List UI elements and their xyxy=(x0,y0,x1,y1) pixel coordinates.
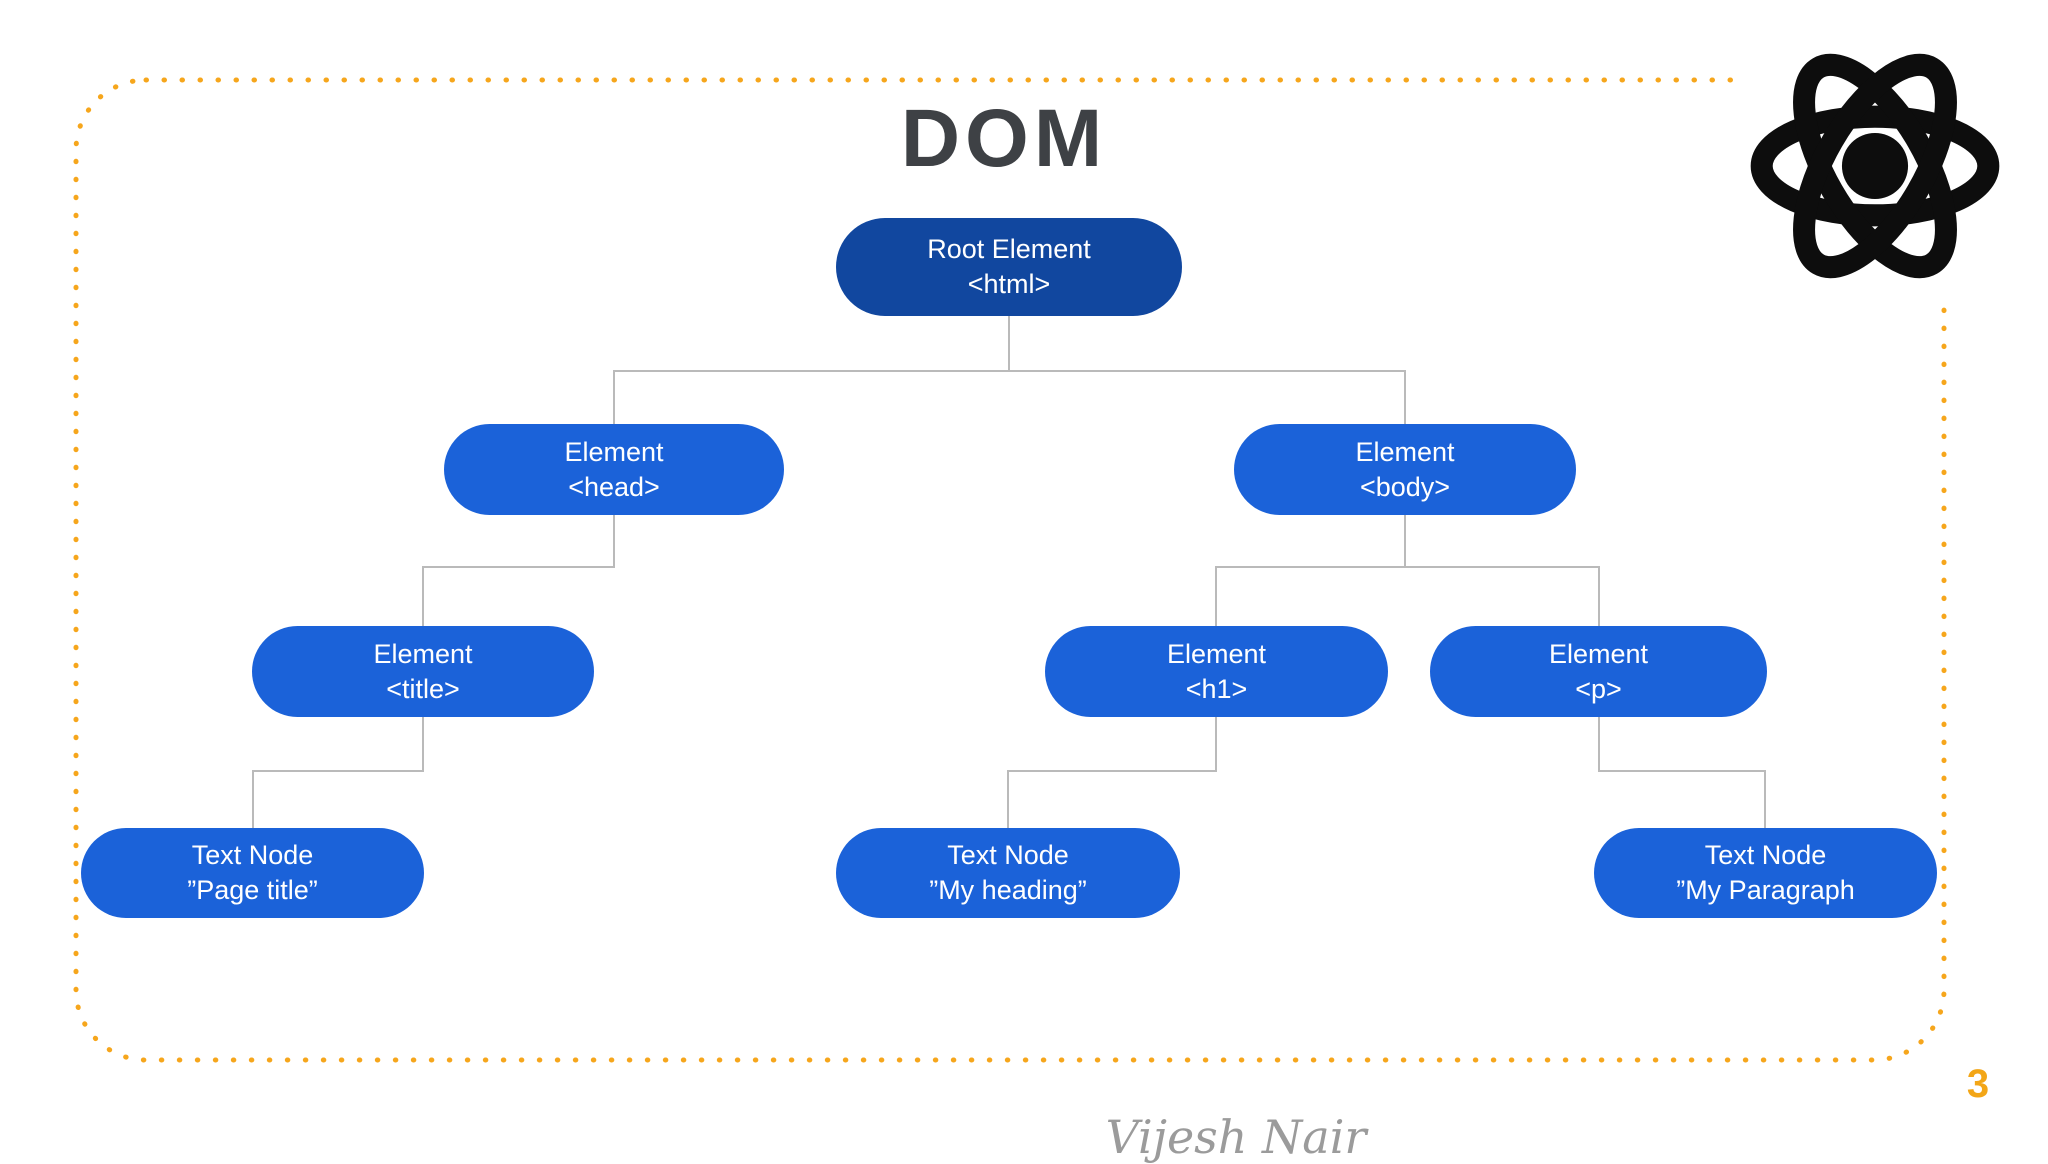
node-tag: <title> xyxy=(386,673,460,704)
connector-line xyxy=(252,770,424,772)
connector-line xyxy=(1764,771,1766,828)
connector-line xyxy=(613,515,615,567)
tree-node-body: Element <body> xyxy=(1234,424,1576,515)
connector-line xyxy=(613,371,615,424)
node-tag: <h1> xyxy=(1185,673,1248,704)
tree-node-html: Root Element <html> xyxy=(836,218,1182,316)
connector-line xyxy=(613,370,1406,372)
connector-line xyxy=(1215,567,1217,626)
connector-line xyxy=(1598,567,1600,626)
node-label: Text Node xyxy=(1704,840,1827,870)
connector-line xyxy=(422,717,424,771)
node-label: Text Node xyxy=(191,840,314,870)
connector-line xyxy=(1215,566,1600,568)
tree-node-title: Element <title> xyxy=(252,626,594,717)
node-tag: ”My Paragraph xyxy=(1676,875,1855,905)
tree-node-h1: Element <h1> xyxy=(1045,626,1388,717)
connector-line xyxy=(1007,771,1009,828)
node-label: Element xyxy=(1548,638,1649,669)
tree-node-p: Element <p> xyxy=(1430,626,1767,717)
node-label: Element xyxy=(564,436,664,467)
tree-node-textnode-page-title: Text Node ”Page title” xyxy=(81,828,424,918)
connector-line xyxy=(1404,371,1406,424)
connector-line xyxy=(1007,770,1217,772)
connector-line xyxy=(1598,770,1766,772)
tree-node-textnode-my-paragraph: Text Node ”My Paragraph xyxy=(1594,828,1937,918)
connector-line xyxy=(422,567,424,626)
connector-line xyxy=(1008,316,1010,371)
author-signature: Vijesh Nair xyxy=(1105,1110,1367,1164)
tree-node-head: Element <head> xyxy=(444,424,784,515)
react-atom-icon xyxy=(1750,53,2000,279)
node-label: Element xyxy=(373,638,473,669)
tree-node-textnode-my-heading: Text Node ”My heading” xyxy=(836,828,1180,918)
node-label: Element xyxy=(1166,638,1267,669)
node-tag: ”Page title” xyxy=(187,875,318,905)
node-label: Text Node xyxy=(947,840,1069,870)
node-tag: <body> xyxy=(1359,471,1451,502)
node-label: Root Element xyxy=(927,234,1091,264)
react-logo-icon xyxy=(1736,30,2014,302)
connector-line xyxy=(1598,717,1600,771)
connector-line xyxy=(252,771,254,828)
page-title: DOM xyxy=(900,93,1108,184)
node-tag: ”My heading” xyxy=(929,875,1087,905)
node-tag: <html> xyxy=(967,269,1051,299)
connector-line xyxy=(1404,515,1406,567)
node-label: Element xyxy=(1355,436,1455,467)
node-tag: <p> xyxy=(1575,673,1622,704)
connector-line xyxy=(1215,717,1217,771)
page-number: 3 xyxy=(1966,1062,1990,1106)
connector-line xyxy=(422,566,615,568)
node-tag: <head> xyxy=(568,471,660,502)
